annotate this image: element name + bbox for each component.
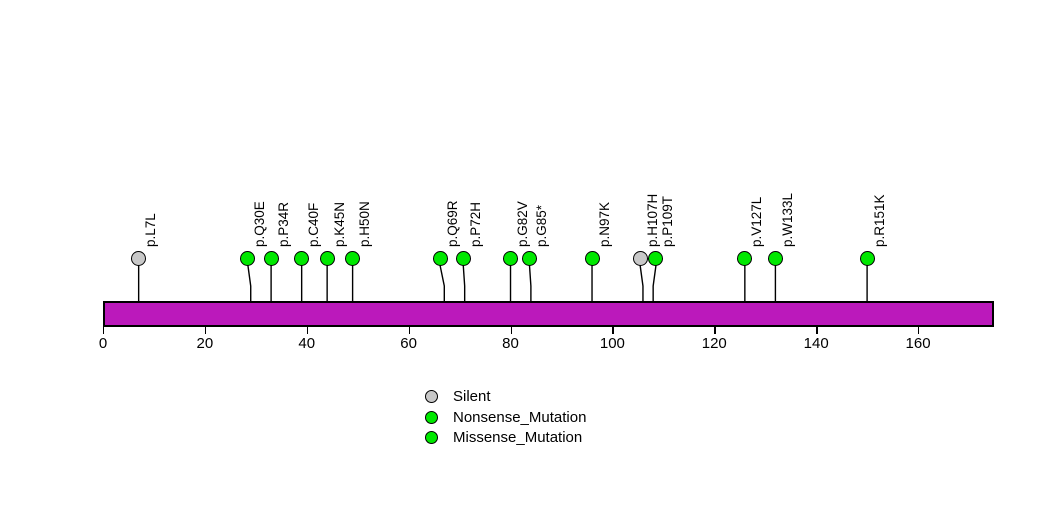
- axis-tick: [816, 327, 818, 334]
- axis-tick: [204, 327, 207, 334]
- mutation-label: p.C40F: [306, 202, 322, 247]
- mutation-marker[interactable]: [584, 250, 600, 266]
- legend-label: Missense_Mutation: [453, 429, 583, 446]
- protein-domain-bar[interactable]: [103, 301, 995, 327]
- axis-tick-label: 120: [701, 335, 727, 352]
- legend-swatch-icon: [425, 390, 438, 403]
- legend-item[interactable]: Silent: [425, 388, 491, 405]
- axis-tick: [714, 327, 716, 334]
- mutation-label: p.P72H: [467, 201, 483, 247]
- mutation-marker[interactable]: [131, 250, 147, 266]
- mutation-label: p.K45N: [331, 201, 347, 247]
- axis-tick: [612, 327, 614, 334]
- legend-label: Nonsense_Mutation: [453, 408, 587, 426]
- mutation-label: p.W133L: [779, 192, 795, 247]
- legend-swatch-icon: [425, 410, 438, 424]
- mutation-marker[interactable]: [263, 250, 279, 266]
- mutation-label: p.Q30E: [252, 201, 268, 247]
- axis-tick-label: 40: [298, 335, 316, 352]
- axis-tick-label: 140: [803, 335, 829, 352]
- mutation-label: p.P109T: [660, 195, 676, 247]
- mutation-marker[interactable]: [632, 250, 648, 266]
- axis-tick-label: 100: [599, 335, 625, 352]
- legend-item[interactable]: Missense_Mutation: [425, 429, 582, 446]
- mutation-label: p.N97K: [596, 201, 612, 247]
- legend-swatch-icon: [425, 431, 438, 444]
- mutation-marker[interactable]: [345, 250, 361, 266]
- mutation-marker[interactable]: [432, 250, 448, 266]
- mutation-marker[interactable]: [767, 250, 783, 266]
- axis-tick: [103, 327, 105, 334]
- mutation-label: p.G82V: [515, 201, 531, 247]
- legend-item[interactable]: Nonsense_Mutation: [425, 409, 586, 426]
- mutation-label: p.V127L: [749, 196, 765, 247]
- axis-tick: [918, 327, 920, 334]
- axis-tick-label: 160: [905, 335, 931, 352]
- mutation-marker[interactable]: [737, 250, 753, 266]
- axis-tick: [510, 327, 512, 334]
- mutation-marker[interactable]: [648, 250, 664, 266]
- mutation-marker[interactable]: [240, 250, 256, 266]
- mutation-marker[interactable]: [503, 250, 519, 266]
- mutation-marker[interactable]: [294, 250, 310, 266]
- axis-tick-label: 20: [196, 335, 214, 352]
- mutation-marker[interactable]: [521, 250, 537, 266]
- axis-tick: [306, 327, 309, 334]
- legend-label: Silent: [453, 388, 491, 405]
- mutation-label: p.H107H: [644, 193, 660, 247]
- mutation-label: p.G85*: [533, 204, 549, 247]
- axis-tick-label: 60: [400, 335, 417, 352]
- axis-tick-label: 0: [98, 335, 108, 352]
- mutation-label: p.P34R: [275, 201, 291, 247]
- axis-tick-label: 80: [502, 335, 519, 352]
- mutation-label: p.R151K: [871, 194, 887, 247]
- mutation-marker[interactable]: [319, 250, 335, 266]
- mutation-label: p.Q69R: [444, 200, 460, 247]
- mutation-label: p.L7L: [143, 213, 159, 247]
- axis-tick: [408, 327, 411, 334]
- mutation-marker[interactable]: [455, 250, 471, 266]
- mutation-label: p.H50N: [357, 201, 373, 247]
- mutation-marker[interactable]: [859, 250, 875, 266]
